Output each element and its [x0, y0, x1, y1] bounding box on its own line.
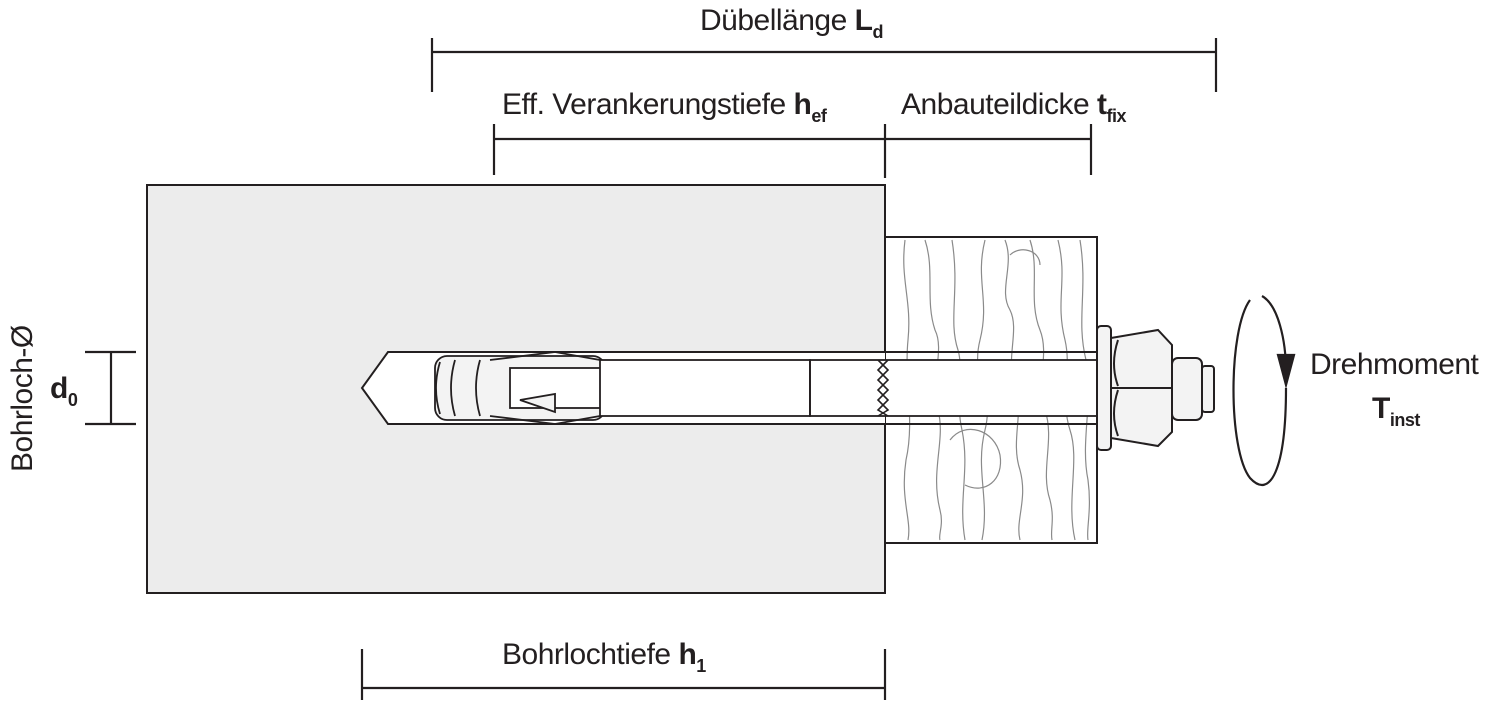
label-verankerungstiefe: Eff. Verankerungstiefe hef: [502, 88, 827, 126]
label-anbauteildicke: Anbauteildicke tfix: [901, 88, 1126, 126]
label-tinst: Tinst: [1372, 392, 1420, 430]
label-drehmoment: Drehmoment: [1310, 348, 1479, 381]
anchor-bolt: [434, 351, 1098, 425]
label-d0: d0: [50, 372, 78, 410]
label-bohrlochtiefe: Bohrlochtiefe h1: [502, 638, 706, 676]
dimension-lines: [85, 38, 1218, 700]
label-duebellaenge: Dübellänge Ld: [700, 4, 883, 42]
washer-nut: [1096, 325, 1215, 451]
torque-arrow: [1232, 295, 1296, 487]
label-bohrloch-durchmesser: Bohrloch-Ø: [6, 325, 39, 472]
